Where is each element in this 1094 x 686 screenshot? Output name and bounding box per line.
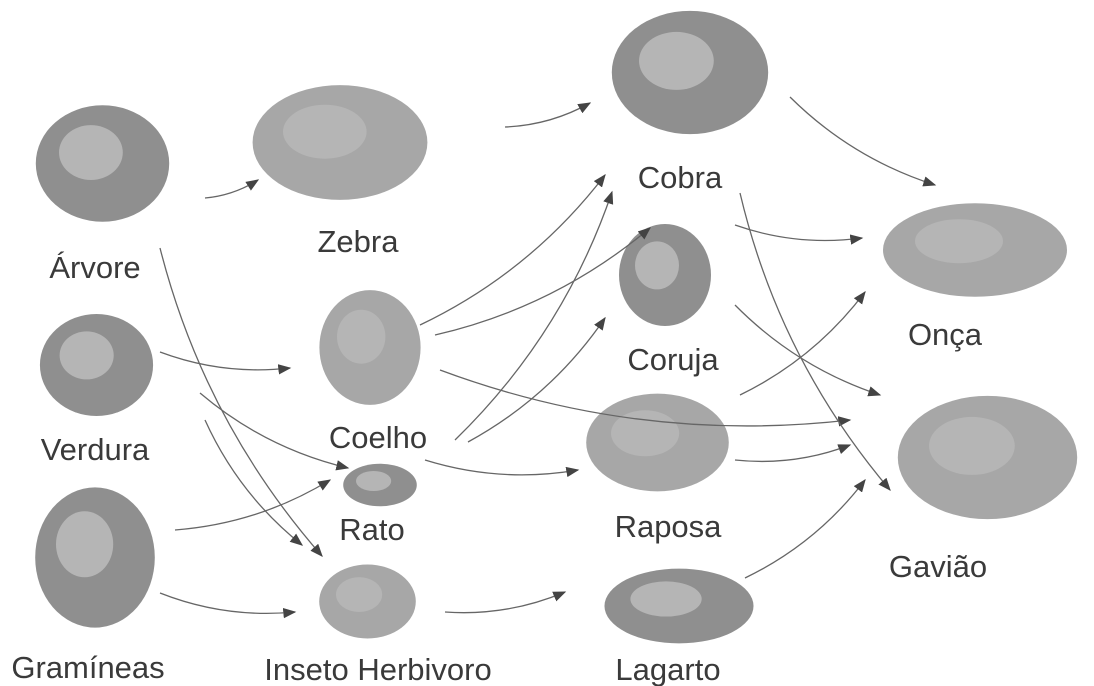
arrow-verdura-to-rato [199, 392, 350, 471]
arrow-coelho-to-coruja [434, 227, 651, 336]
arrow-zebra-to-cobra [504, 102, 592, 128]
snake-icon [611, 10, 769, 135]
node-label-rato: Rato [339, 512, 404, 547]
arrow-coruja-to-gaviao [734, 304, 882, 397]
arrow-coelho-to-cobra [419, 173, 606, 326]
jaguar-icon [883, 203, 1067, 297]
arrow-coelho-to-cobra [454, 190, 614, 441]
arrow-coelho-to-gaviao [439, 369, 852, 427]
grass-icon [35, 487, 155, 628]
arrow-arvore-to-zebra [204, 179, 260, 199]
arrow-raposa-to-onca [739, 290, 866, 396]
tree-icon [35, 105, 170, 222]
node-label-gramineas: Gramíneas [11, 650, 164, 685]
arrow-cobra-to-gaviao [739, 192, 891, 491]
owl-icon [619, 224, 711, 326]
node-label-raposa: Raposa [615, 509, 723, 544]
node-label-verdura: Verdura [41, 432, 150, 467]
arrow-rato-to-raposa [424, 459, 580, 478]
arrow-raposa-to-gaviao [734, 444, 852, 463]
arrow-lagarto-to-gaviao [744, 478, 866, 579]
node-label-cobra: Cobra [638, 160, 723, 195]
arrow-coruja-to-onca [734, 224, 864, 245]
rat-icon [343, 463, 417, 507]
insect-icon [319, 564, 416, 639]
zebra-icon [252, 85, 428, 200]
lizard-icon [604, 568, 754, 644]
vegetable-icon [39, 314, 154, 416]
arrow-verdura-to-coelho [159, 351, 292, 375]
node-label-inseto: Inseto Herbivoro [264, 652, 491, 686]
rabbit-icon [319, 290, 421, 405]
node-label-gaviao: Gavião [889, 549, 987, 584]
arrow-inseto-to-lagarto [444, 591, 567, 614]
node-label-onca: Onça [908, 317, 983, 352]
arrow-cobra-to-onca [789, 96, 937, 187]
hawk-icon [897, 395, 1078, 520]
fox-icon [586, 393, 729, 492]
arrow-coelho-to-coruja [467, 316, 606, 443]
node-label-coruja: Coruja [627, 342, 719, 377]
node-label-zebra: Zebra [318, 224, 400, 259]
arrow-gramineas-to-inseto [159, 592, 297, 619]
node-label-arvore: Árvore [49, 250, 140, 285]
node-label-lagarto: Lagarto [615, 652, 720, 686]
arrow-arvore-to-inseto [159, 247, 323, 557]
node-label-coelho: Coelho [329, 420, 427, 455]
arrow-verdura-to-inseto [204, 419, 304, 546]
arrow-gramineas-to-rato [174, 479, 332, 531]
